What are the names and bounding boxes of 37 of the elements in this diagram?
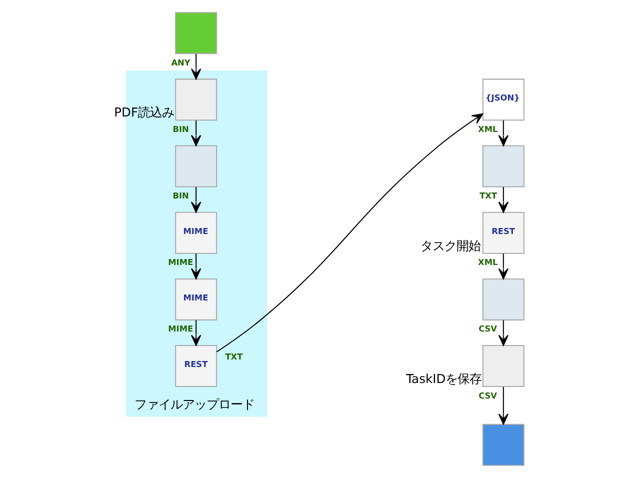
node-box (175, 78, 218, 121)
edge-label: MIME (168, 257, 194, 268)
arrow (498, 254, 509, 280)
arrow (190, 120, 202, 146)
node-box: MIME (175, 278, 218, 320)
node-box: REST (482, 212, 524, 254)
edge-label: CSV (478, 324, 497, 334)
arrow (190, 320, 202, 346)
node-label: TaskIDを保存 (406, 372, 482, 386)
node-box: MIME (175, 212, 218, 254)
arrow (498, 187, 509, 213)
edge-label: CSV (478, 390, 497, 400)
node-box (482, 145, 524, 188)
arrow (498, 386, 509, 425)
node-box (482, 345, 524, 388)
edge-label: XML (478, 124, 498, 134)
arrow (216, 113, 484, 352)
node-box (175, 145, 218, 188)
node-label: タスク開始 (420, 238, 480, 253)
arrow (190, 254, 202, 280)
edge-label: TXT (480, 190, 498, 200)
node-box: REST (175, 345, 218, 388)
node-box (175, 12, 218, 54)
edge-label: TXT (225, 351, 243, 362)
arrow (190, 54, 202, 80)
edge-label: ANY (171, 57, 190, 68)
edge-label: BIN (172, 124, 189, 134)
edge-label: BIN (172, 190, 189, 200)
edge-label: XML (478, 257, 498, 268)
node-box (482, 278, 524, 320)
arrow (190, 187, 202, 213)
node-box (482, 424, 524, 466)
node-label: PDF読込み (114, 106, 174, 120)
arrow (498, 120, 509, 146)
arrow (498, 320, 509, 346)
node-box: {JSON} (482, 78, 524, 121)
edge-label: MIME (168, 324, 194, 334)
